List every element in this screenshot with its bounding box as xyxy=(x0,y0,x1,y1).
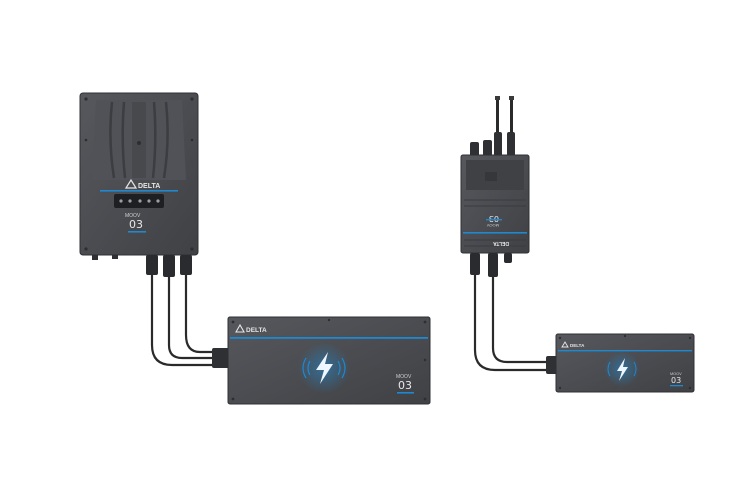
pad-small-brand: DELTA xyxy=(570,343,585,348)
cable-glands xyxy=(146,255,192,277)
delta-logo-icon xyxy=(235,323,245,333)
pad-large-brand: DELTA xyxy=(246,327,267,334)
lightning-bolt-icon xyxy=(316,352,333,384)
pad-small-model: 03 xyxy=(671,376,681,385)
inverter-small-model: 03 xyxy=(489,214,499,223)
pad-large-series: MOOV xyxy=(396,374,412,380)
pad-large-model: 03 xyxy=(398,379,412,392)
inverter-small-series: MOOV xyxy=(486,223,499,228)
charging-pad-small: DELTA MOOV 03 xyxy=(555,333,695,393)
wireless-waves-icon xyxy=(302,357,346,379)
delta-logo-icon xyxy=(561,341,569,348)
lightning-bolt-icon xyxy=(617,358,628,381)
charging-pad-large: DELTA MOOV 03 xyxy=(227,316,431,405)
inverter-large-series: MOOV xyxy=(125,213,141,219)
wireless-waves-icon xyxy=(607,361,637,377)
inverter-large: DELTA MOOV 03 xyxy=(79,92,199,277)
inverter-large-model: 03 xyxy=(129,218,143,231)
cables-small xyxy=(473,275,558,372)
inverter-small: 03 MOOV DELTA xyxy=(460,96,530,277)
antenna-icon xyxy=(495,96,514,134)
pad-small-series: MOOV xyxy=(670,372,682,376)
delta-logo-icon xyxy=(124,178,138,189)
cables-large xyxy=(150,275,230,367)
inverter-large-brand: DELTA xyxy=(138,183,160,190)
inverter-small-brand: DELTA xyxy=(493,240,509,246)
